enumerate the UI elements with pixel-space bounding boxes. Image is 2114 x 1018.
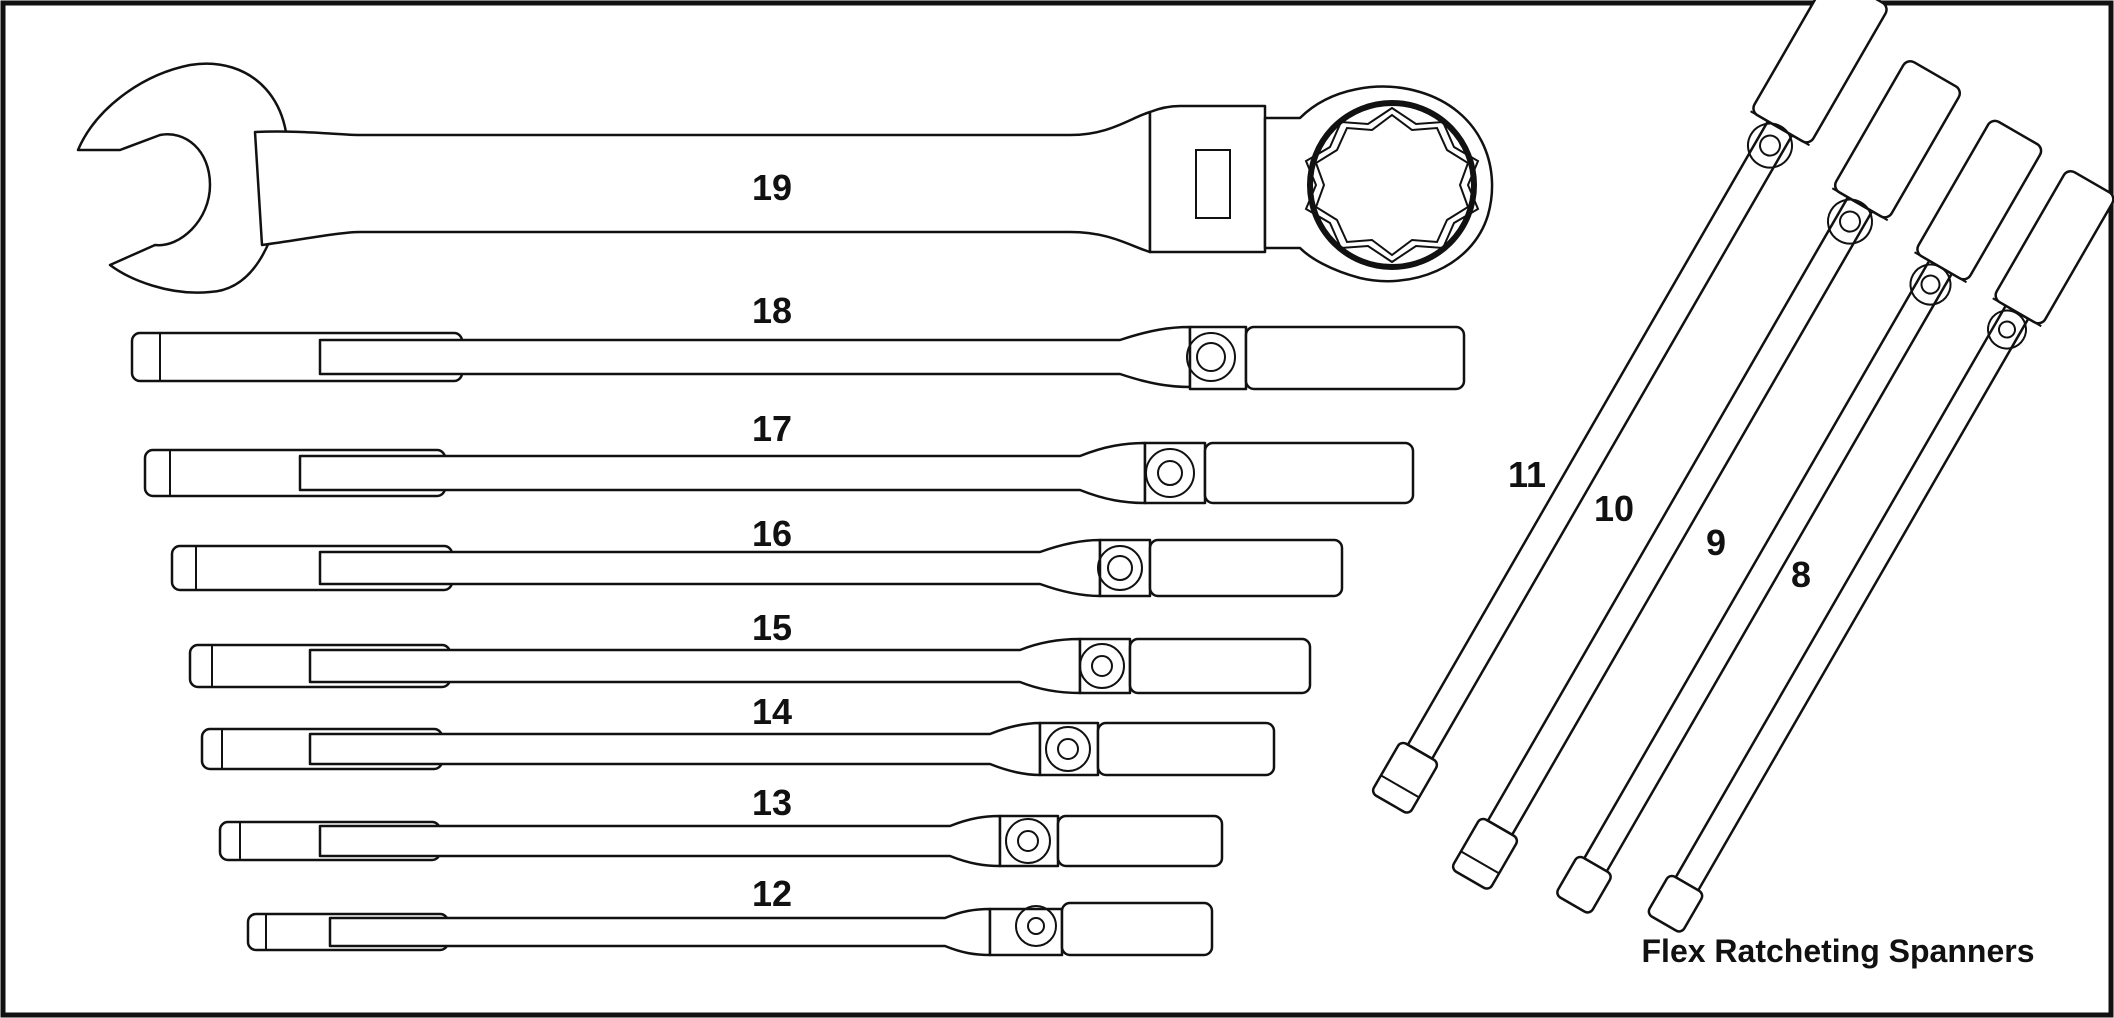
spanner-13[interactable]: 13 bbox=[218, 782, 1224, 868]
spanner-10[interactable]: 10 bbox=[1442, 58, 1962, 895]
spanner-12[interactable]: 12 bbox=[246, 873, 1214, 957]
label-10: 10 bbox=[1594, 488, 1634, 529]
label-17: 17 bbox=[752, 408, 792, 449]
label-9: 9 bbox=[1706, 522, 1726, 563]
spanner-9[interactable]: 9 bbox=[1547, 118, 2044, 920]
spanner-11[interactable]: 11 bbox=[1361, 0, 1890, 821]
spanner-15[interactable]: 15 bbox=[188, 607, 1312, 695]
spanner-14[interactable]: 14 bbox=[200, 691, 1276, 777]
label-15: 15 bbox=[752, 607, 792, 648]
label-19: 19 bbox=[752, 167, 792, 208]
label-8: 8 bbox=[1791, 554, 1811, 595]
label-18: 18 bbox=[752, 290, 792, 331]
spanner-18[interactable]: 18 bbox=[130, 290, 1466, 391]
spanner-19[interactable]: 19 bbox=[76, 62, 1494, 294]
spanner-16[interactable]: 16 bbox=[170, 513, 1344, 598]
label-16: 16 bbox=[752, 513, 792, 554]
spanner-8[interactable]: 8 bbox=[1640, 168, 2114, 937]
label-13: 13 bbox=[752, 782, 792, 823]
spanner-17[interactable]: 17 bbox=[143, 408, 1415, 505]
label-12: 12 bbox=[752, 873, 792, 914]
label-14: 14 bbox=[752, 691, 792, 732]
label-11: 11 bbox=[1508, 454, 1546, 495]
set-caption: Flex Ratcheting Spanners bbox=[1642, 933, 2035, 969]
